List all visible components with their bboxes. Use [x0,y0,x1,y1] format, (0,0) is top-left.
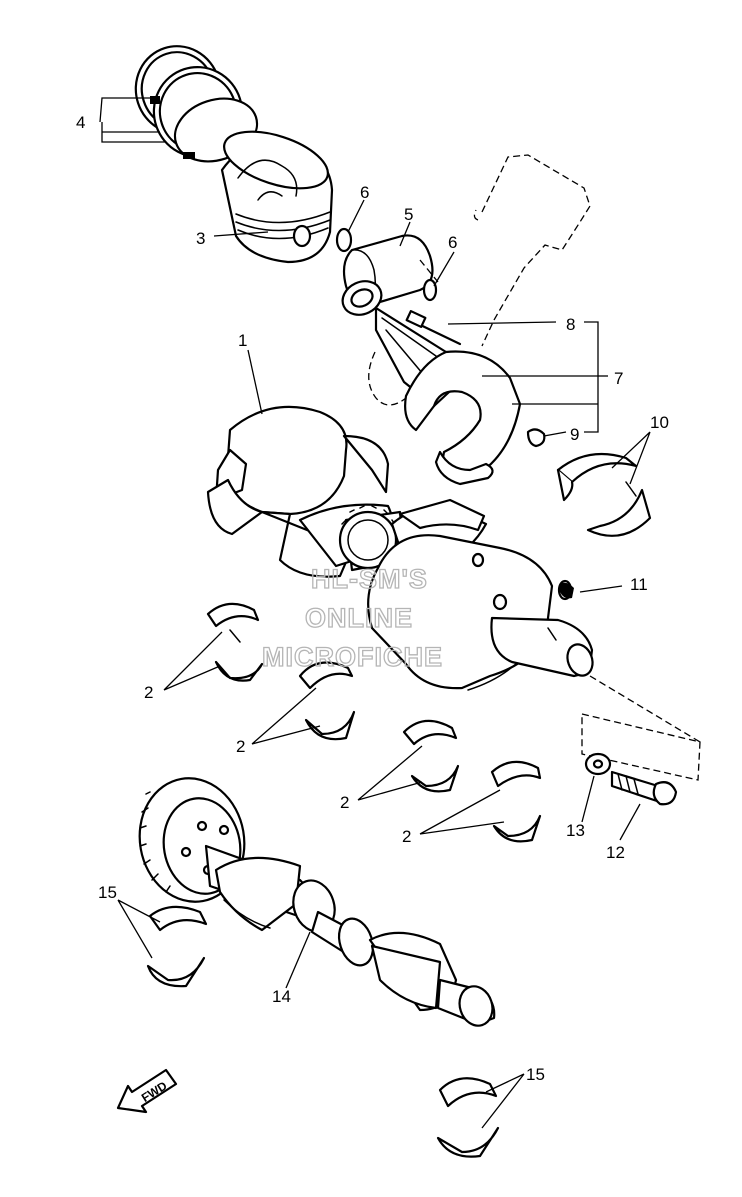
piston [220,130,334,264]
callout-2d: 2 [402,827,411,846]
callout-8: 8 [566,315,575,334]
callout-12: 12 [606,843,625,862]
crankshaft [206,405,594,691]
crankcase-outline [368,154,591,406]
conrod-bearings [556,452,652,537]
watermark-line-3: MICROFICHE [262,642,443,672]
callout-2c: 2 [340,793,349,812]
main-bearing-1 [206,602,264,682]
main-bearing-2 [298,661,356,741]
callout-3: 3 [196,229,205,248]
callout-5: 5 [404,205,413,224]
watermark-line-1: HL-SM'S [311,564,428,594]
callout-15b: 15 [526,1065,545,1084]
callout-13: 13 [566,821,585,840]
crank-dashed-leader [589,675,701,743]
callout-4: 4 [76,113,85,132]
balancer-bearing-lower [436,1077,500,1158]
callout-6a: 6 [360,183,369,202]
callout-1: 1 [238,331,247,350]
washer [584,752,612,776]
balancer-bearing-upper [146,905,208,988]
callout-14: 14 [272,987,291,1006]
bolt-bracket [581,713,701,781]
main-bearing-4 [490,760,542,843]
callout-2b: 2 [236,737,245,756]
callout-numbers: 1 2 2 2 2 3 4 5 6 6 7 8 9 10 11 12 13 14… [76,113,669,1084]
callout-7: 7 [614,369,623,388]
main-bearing-3 [402,719,460,793]
callout-2a: 2 [144,683,153,702]
fwd-arrow-icon: FWD [116,1068,178,1114]
callout-9: 9 [570,425,579,444]
callout-11: 11 [630,575,648,594]
callout-15a: 15 [98,883,117,902]
crank-bolt [610,770,678,806]
callout-10: 10 [650,413,669,432]
watermark-line-2: ONLINE [305,603,413,633]
balancer-shaft [138,777,496,1027]
connecting-rod [341,280,546,486]
watermark: HL-SM'S ONLINE MICROFICHE [261,563,443,672]
crank-gear [338,505,399,570]
leader-lines [99,97,651,1129]
callout-6b: 6 [448,233,457,252]
